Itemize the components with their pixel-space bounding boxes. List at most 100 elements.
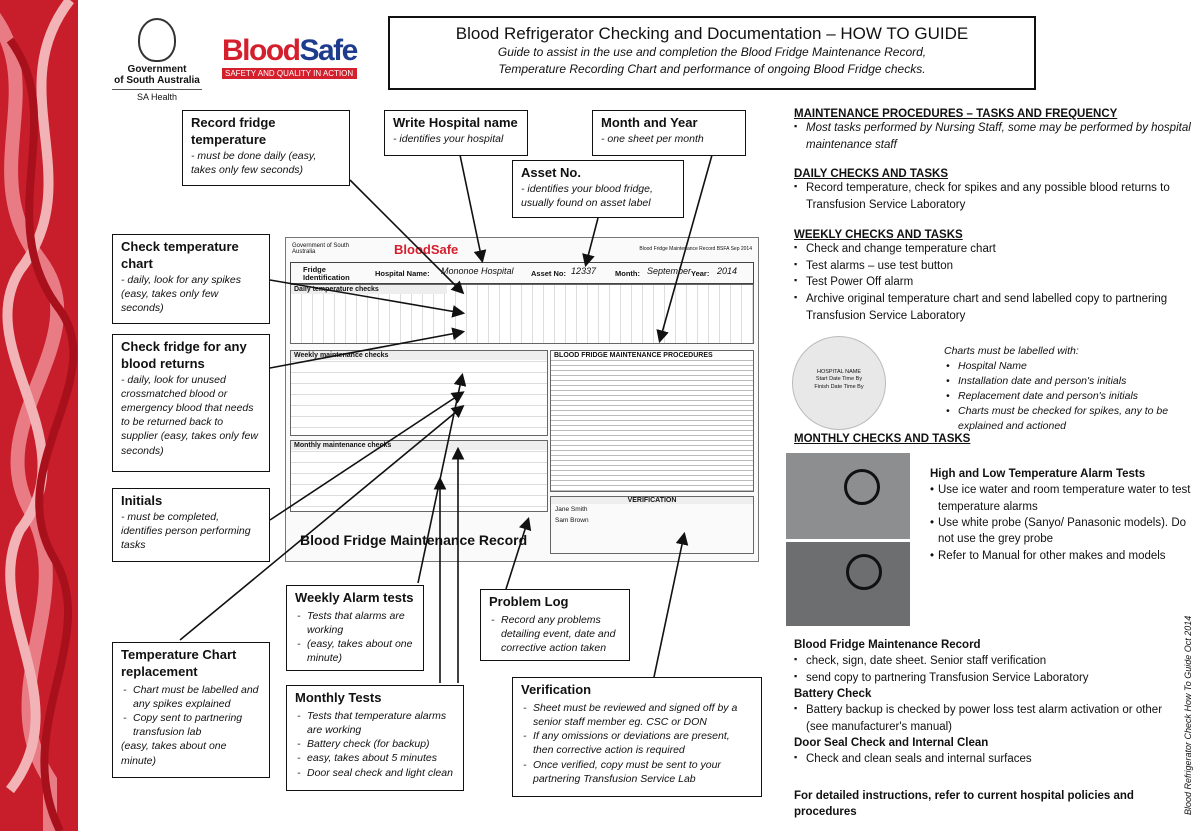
section-item: Most tasks performed by Nursing Staff, s… <box>794 120 1192 153</box>
sa-health-label: SA Health <box>112 89 202 102</box>
callout-hospital-name: Write Hospital name - identifies your ho… <box>384 110 528 156</box>
record-item: send copy to partnering Transfusion Serv… <box>794 670 1174 686</box>
callout-verification: Verification Sheet must be reviewed and … <box>512 677 762 797</box>
door-item: Check and clean seals and internal surfa… <box>794 751 1174 767</box>
record-item: check, sign, date sheet. Senior staff ve… <box>794 653 1174 669</box>
alarm-item: Refer to Manual for other makes and mode… <box>938 549 1166 562</box>
bloodsafe-tagline: SAFETY AND QUALITY IN ACTION <box>222 68 357 79</box>
chart-label-list: Charts must be labelled with: •Hospital … <box>944 344 1194 433</box>
chart-label-item: Hospital Name <box>958 359 1027 372</box>
page-title: Blood Refrigerator Checking and Document… <box>455 24 969 43</box>
callout-month-year: Month and Year - one sheet per month <box>592 110 746 156</box>
subtitle-line1: Guide to assist in the use and completio… <box>497 45 927 59</box>
callout-title: Asset No. <box>521 165 581 180</box>
callout-item: Door seal check and light clean <box>297 766 455 780</box>
daily-grid: Daily temperature checks <box>290 284 754 344</box>
section-heading: MONTHLY CHECKS AND TASKS <box>794 433 971 445</box>
form-header-ref: Blood Fridge Maintenance Record BSFA Sep… <box>639 246 752 252</box>
disc-line: Start Date Time By <box>815 376 863 383</box>
callout-check-temperature-chart: Check temperature chart - daily, look fo… <box>112 234 270 324</box>
callout-item: easy, takes about 5 minutes <box>297 751 455 765</box>
callout-record-temperature: Record fridge temperature - must be done… <box>182 110 350 186</box>
section-heading: DAILY CHECKS AND TASKS <box>794 168 948 180</box>
bloodsafe-logo: BloodSafe SAFETY AND QUALITY IN ACTION <box>222 34 358 79</box>
alarm-item: Use white probe (Sanyo/ Panasonic models… <box>938 516 1187 546</box>
callout-initials: Initials - must be completed, identifies… <box>112 488 270 562</box>
gov-line2: of South Australia <box>114 75 200 86</box>
section-item: Test Power Off alarm <box>794 274 1192 291</box>
callout-desc: - daily, look for unused crossmatched bl… <box>121 373 258 457</box>
maintenance-record-form-image: Government of South Australia BloodSafe … <box>285 237 759 562</box>
section-item: Test alarms – use test button <box>794 258 1192 275</box>
daily-section: DAILY CHECKS AND TASKS Record temperatur… <box>794 168 1192 213</box>
chart-label-item: Replacement date and person's initials <box>958 389 1139 402</box>
verification-panel: VERIFICATION Jane Smith Sam Brown <box>550 496 754 554</box>
callout-title: Temperature Chart replacement <box>121 647 237 679</box>
callout-title: Write Hospital name <box>393 115 518 130</box>
disc-line: HOSPITAL NAME <box>816 369 861 375</box>
chart-label-item: Charts must be checked for spikes, any t… <box>958 404 1169 432</box>
door-heading: Door Seal Check and Internal Clean <box>794 736 989 749</box>
sa-government-logo: Government of South Australia SA Health <box>112 18 202 102</box>
callout-title: Initials <box>121 493 163 508</box>
battery-heading: Battery Check <box>794 687 872 700</box>
callout-desc: - must be done daily (easy, takes only f… <box>191 149 317 176</box>
callout-desc: - daily, look for any spikes (easy, take… <box>121 273 242 315</box>
form-footer-title: Blood Fridge Maintenance Record <box>300 532 528 548</box>
form-id-row: Fridge Identification Hospital Name: Mon… <box>290 262 754 284</box>
alarm-test-photo-1 <box>786 453 910 539</box>
callout-title: Monthly Tests <box>295 690 382 705</box>
callout-item: Record any problems detailing event, dat… <box>491 613 621 656</box>
callout-item: Once verified, copy must be sent to your… <box>523 758 753 786</box>
callout-title: Record fridge temperature <box>191 115 276 147</box>
vertical-version-note: Blood Refrigerator Check How To Guide Oc… <box>1183 615 1193 815</box>
callout-item: Tests that temperature alarms are workin… <box>297 709 455 737</box>
callout-desc: - identifies your blood fridge, usually … <box>521 182 653 210</box>
callout-item: Tests that alarms are working <box>297 609 415 637</box>
callout-title: Weekly Alarm tests <box>295 590 414 605</box>
callout-item: Sheet must be reviewed and signed off by… <box>523 701 753 729</box>
alarm-item: Use ice water and room temperature water… <box>938 484 1191 513</box>
section-heading: MAINTENANCE PROCEDURES – TASKS AND FREQU… <box>794 108 1118 120</box>
monthly-grid: Monthly maintenance checks <box>290 440 548 512</box>
crest-icon <box>138 18 176 62</box>
decorative-ribbon-strip <box>0 0 78 831</box>
callout-item: (easy, takes about one minute) <box>297 637 415 665</box>
callout-desc: - one sheet per month <box>601 132 704 145</box>
monthly-section-heading: MONTHLY CHECKS AND TASKS <box>794 433 1192 445</box>
gov-line1: Government <box>127 64 187 75</box>
callout-check-blood-returns: Check fridge for any blood returns - dai… <box>112 334 270 472</box>
title-box: Blood Refrigerator Checking and Document… <box>388 16 1036 90</box>
callout-title: Month and Year <box>601 115 698 130</box>
section-heading: WEEKLY CHECKS AND TASKS <box>794 229 963 241</box>
temperature-chart-disc-image: HOSPITAL NAME Start Date Time By Finish … <box>792 336 886 430</box>
subtitle-line2: Temperature Recording Chart and performa… <box>498 62 926 77</box>
record-battery-door-section: Blood Fridge Maintenance Record check, s… <box>794 637 1174 768</box>
callout-monthly-tests: Monthly Tests Tests that temperature ala… <box>286 685 464 791</box>
section-item: Archive original temperature chart and s… <box>794 291 1192 324</box>
battery-item: Battery backup is checked by power loss … <box>794 702 1174 735</box>
section-item: Record temperature, check for spikes and… <box>794 180 1192 213</box>
section-item: Check and change temperature chart <box>794 241 1192 258</box>
callout-item: Copy sent to partnering transfusion lab <box>123 711 261 739</box>
callout-title: Problem Log <box>489 594 569 609</box>
callout-temperature-chart-replacement: Temperature Chart replacement Chart must… <box>112 642 270 778</box>
chart-label-intro: Charts must be labelled with: <box>944 345 1079 357</box>
procedures-panel: BLOOD FRIDGE MAINTENANCE PROCEDURES <box>550 350 754 492</box>
callout-note: (easy, takes about one minute) <box>121 740 227 767</box>
callout-desc: - must be completed, identifies person p… <box>121 510 251 552</box>
callout-problem-log: Problem Log Record any problems detailin… <box>480 589 630 661</box>
form-header-gov: Government of South Australia <box>292 243 350 255</box>
callout-desc: - identifies your hospital <box>393 132 504 145</box>
alarm-tests-section: High and Low Temperature Alarm Tests •Us… <box>930 466 1196 564</box>
callout-item: Battery check (for backup) <box>297 737 455 751</box>
chart-label-item: Installation date and person's initials <box>958 374 1127 387</box>
footer-instructions: For detailed instructions, refer to curr… <box>794 790 1134 819</box>
weekly-section: WEEKLY CHECKS AND TASKS Check and change… <box>794 229 1192 324</box>
disc-line: Finish Date Time By <box>814 383 864 390</box>
form-header-logo: BloodSafe <box>394 242 459 257</box>
callout-item: Chart must be labelled and any spikes ex… <box>123 683 261 711</box>
callout-item: If any omissions or deviations are prese… <box>523 729 753 757</box>
record-heading: Blood Fridge Maintenance Record <box>794 639 981 651</box>
